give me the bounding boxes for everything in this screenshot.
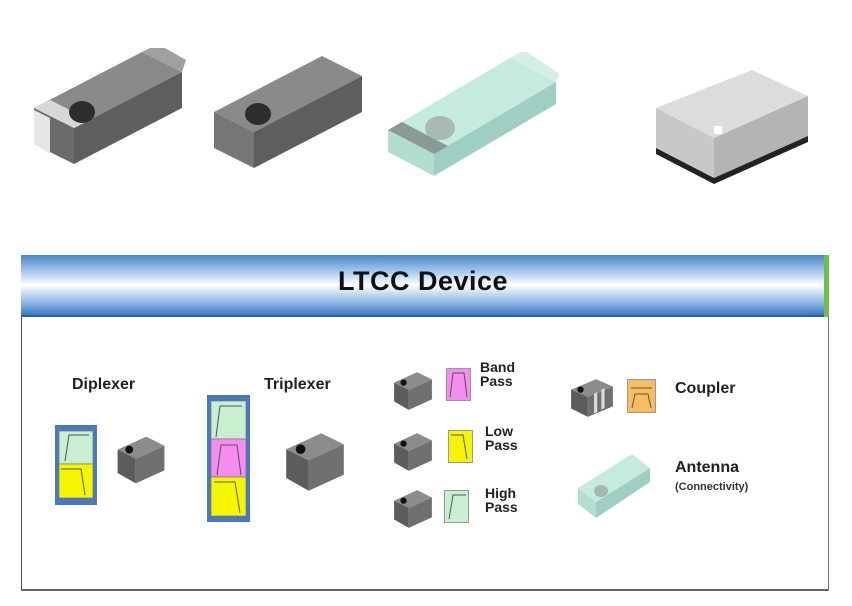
- antenna-label: Antenna: [675, 459, 739, 476]
- high-pass-label-line2: Pass: [485, 499, 518, 515]
- band-pass-label-line2: Pass: [480, 373, 513, 389]
- low-pass-label-line2: Pass: [485, 437, 518, 453]
- header-accent-strip: [824, 255, 829, 317]
- band-pass-filter-icon: [446, 368, 471, 401]
- coupler-label: Coupler: [675, 380, 736, 397]
- chip-component-4: [656, 70, 808, 184]
- panel-title: LTCC Device: [337, 266, 509, 296]
- low-pass-label: Low Pass: [485, 424, 518, 452]
- band-pass-label: Band Pass: [480, 360, 515, 388]
- diplexer-label: Diplexer: [72, 376, 136, 393]
- antenna-chip: [578, 454, 650, 518]
- chip-component-3: [388, 52, 560, 176]
- triplexer-chip: [276, 430, 354, 494]
- low-pass-filter-icon: [448, 430, 473, 463]
- low-pass-chip: [392, 431, 434, 473]
- high-pass-chip: [392, 488, 434, 530]
- chip-component-2: [214, 56, 362, 168]
- band-pass-chip: [392, 370, 434, 412]
- band-pass-label-line1: Band: [480, 359, 515, 375]
- diplexer-filter-icon: [55, 425, 97, 505]
- high-pass-label: High Pass: [485, 486, 518, 514]
- coupler-filter-icon: [627, 379, 656, 413]
- antenna-sublabel: (Connectivity): [675, 481, 749, 493]
- coupler-chip: [569, 377, 615, 419]
- triplexer-filter-icon: [207, 395, 250, 522]
- high-pass-label-line1: High: [485, 485, 517, 501]
- chip-component-1: [34, 48, 186, 164]
- panel-header: [21, 255, 825, 317]
- high-pass-filter-icon: [444, 490, 469, 523]
- low-pass-label-line1: Low: [485, 423, 513, 439]
- triplexer-label: Triplexer: [264, 376, 331, 393]
- diplexer-chip: [114, 434, 168, 486]
